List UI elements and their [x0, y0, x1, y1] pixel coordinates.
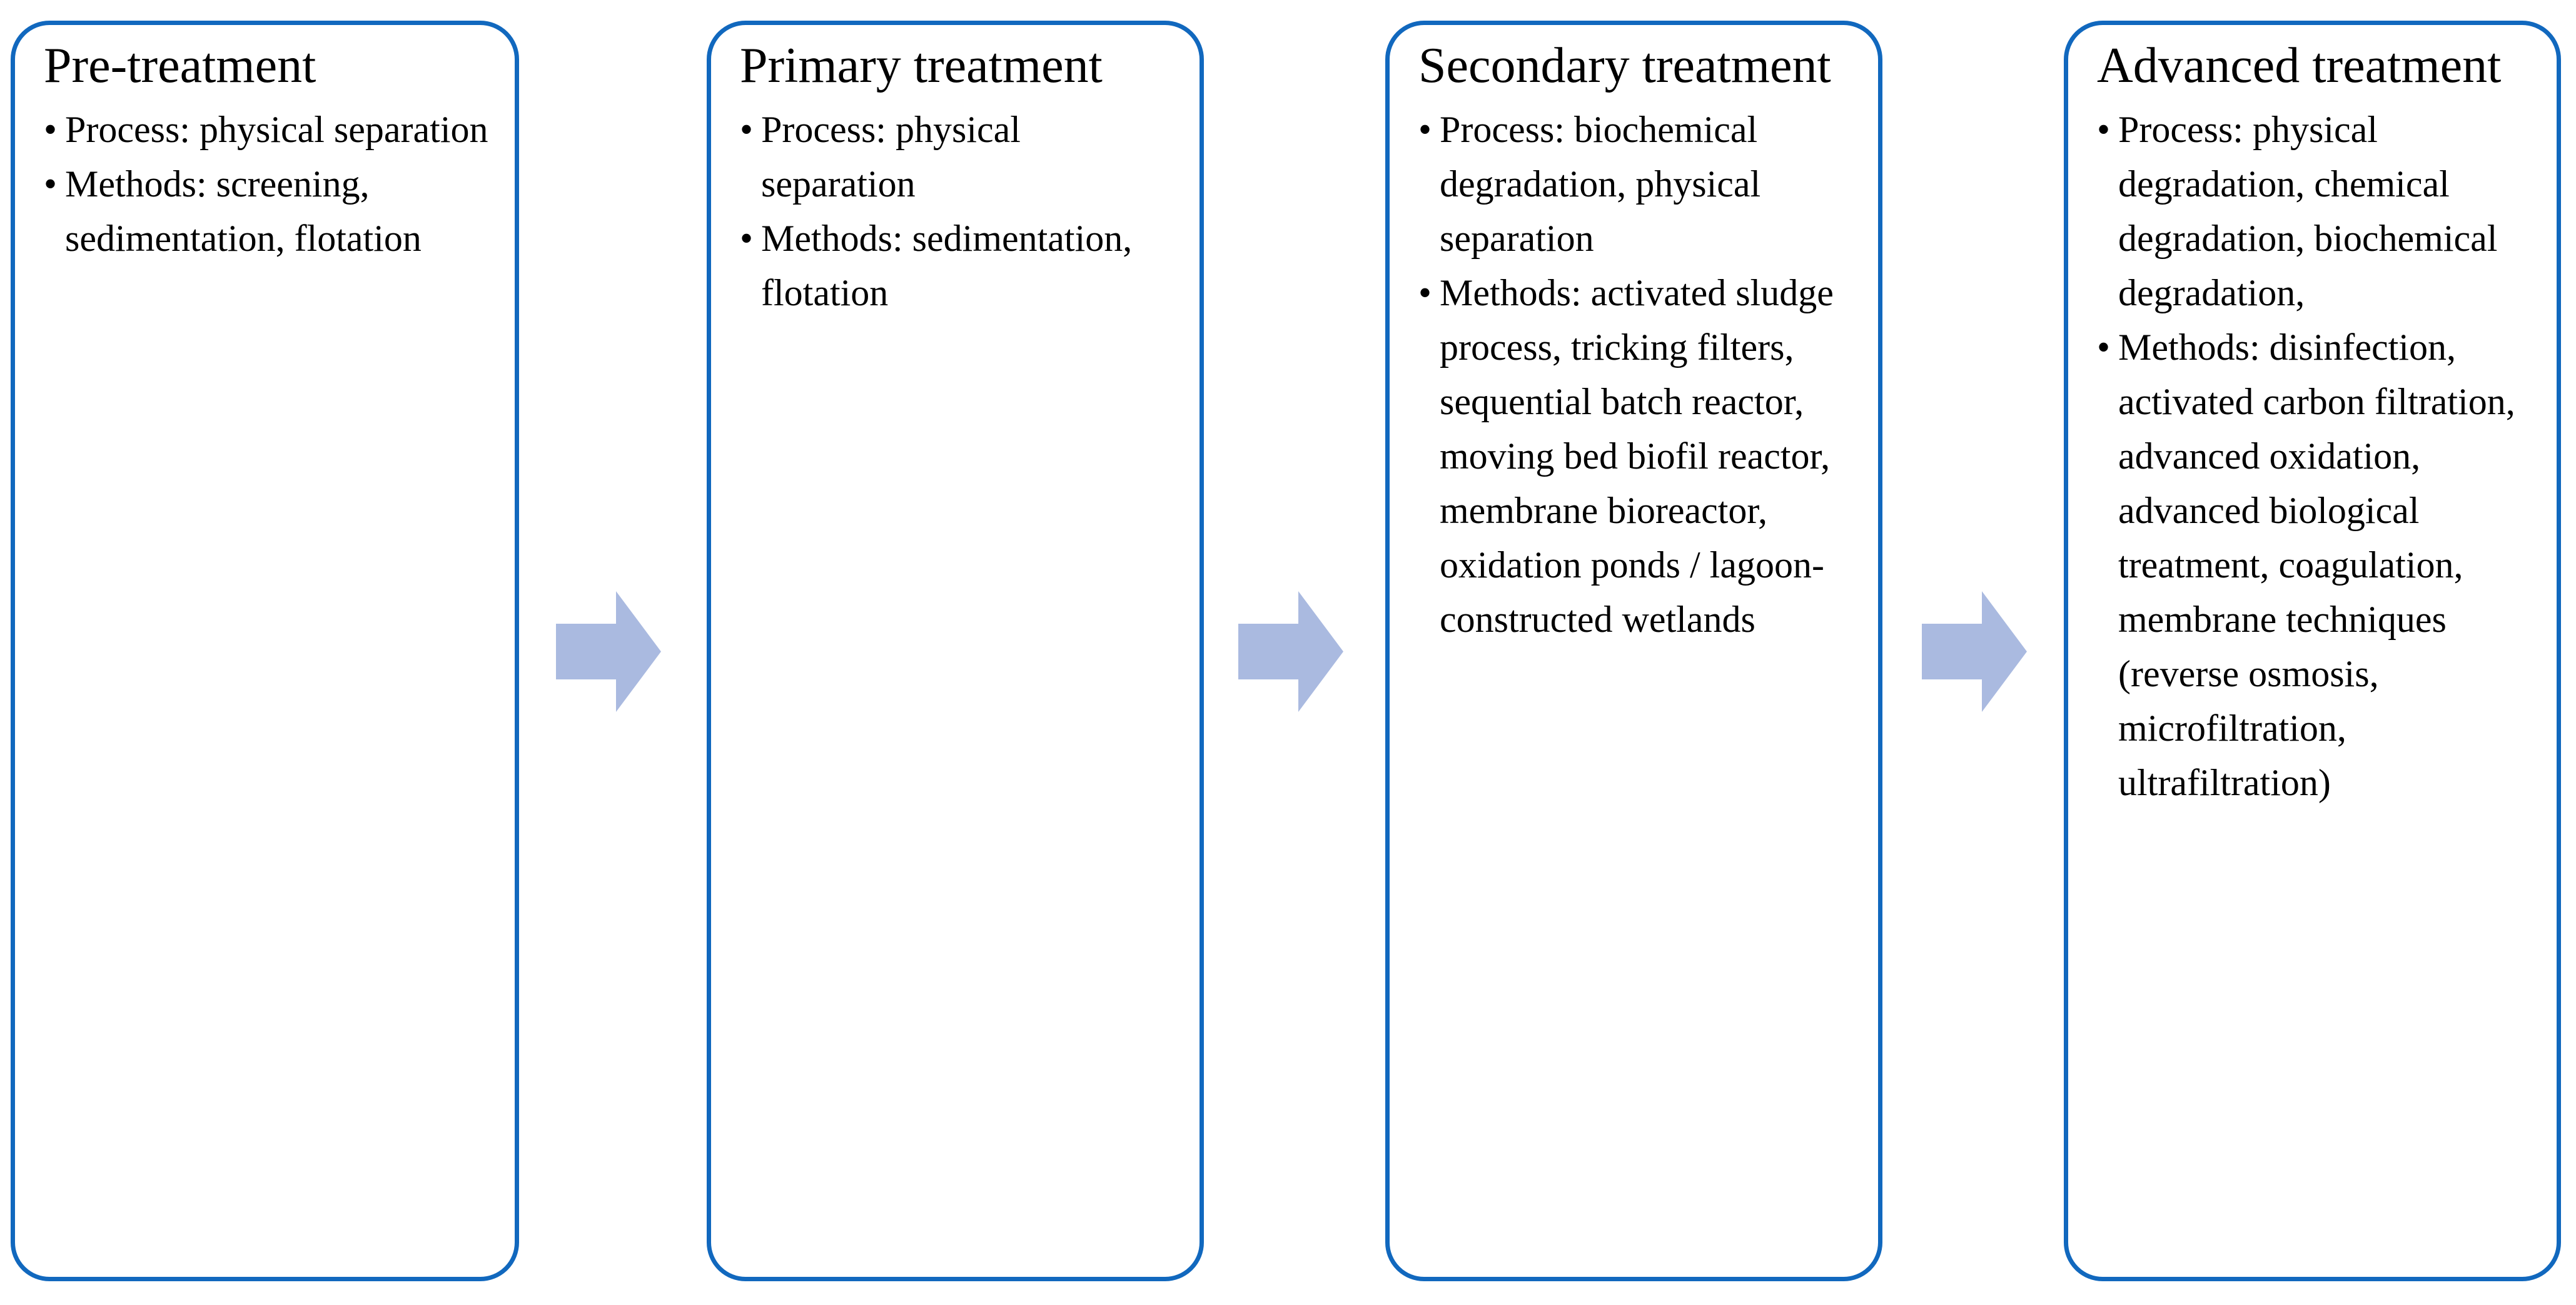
bullet-text: Process: physical degradation, chemical …	[2118, 109, 2498, 313]
list-item: • Methods: disinfection, activated carbo…	[2097, 320, 2539, 810]
bullet-text: Process: physical separation	[65, 109, 488, 150]
right-arrow-icon	[1238, 591, 1343, 712]
bullet-dot-icon: •	[1418, 109, 1432, 150]
stage-bullet-list: • Process: physical separation • Methods…	[740, 103, 1182, 320]
stage-box-pre-treatment[interactable]: Pre-treatment • Process: physical separa…	[11, 21, 519, 1281]
bullet-text: Methods: activated sludge process, trick…	[1440, 272, 1834, 640]
bullet-text: Methods: screening, sedimentation, flota…	[65, 163, 422, 259]
stage-title: Pre-treatment	[44, 38, 316, 93]
bullet-dot-icon: •	[740, 109, 754, 150]
list-item: • Methods: sedimentation, flotation	[740, 211, 1182, 320]
list-item: • Process: physical separation	[740, 103, 1182, 211]
stage-content: Pre-treatment • Process: physical separa…	[44, 36, 497, 266]
stage-title: Secondary treatment	[1418, 38, 1831, 93]
bullet-text: Process: biochemical degradation, physic…	[1440, 109, 1761, 259]
stage-content: Primary treatment • Process: physical se…	[740, 36, 1182, 320]
stage-box-primary-treatment[interactable]: Primary treatment • Process: physical se…	[707, 21, 1204, 1281]
stage-bullet-list: • Process: physical separation • Methods…	[44, 103, 497, 266]
bullet-dot-icon: •	[44, 163, 58, 205]
list-item: • Process: biochemical degradation, phys…	[1418, 103, 1861, 266]
right-arrow-icon	[556, 591, 661, 712]
stage-content: Advanced treatment • Process: physical d…	[2097, 36, 2539, 810]
bullet-dot-icon: •	[1418, 272, 1432, 313]
stage-title: Advanced treatment	[2097, 38, 2502, 93]
list-item: • Methods: screening, sedimentation, flo…	[44, 157, 497, 266]
bullet-dot-icon: •	[740, 218, 754, 259]
bullet-dot-icon: •	[44, 109, 58, 150]
stage-box-secondary-treatment[interactable]: Secondary treatment • Process: biochemic…	[1385, 21, 1882, 1281]
stage-content: Secondary treatment • Process: biochemic…	[1418, 36, 1861, 647]
stage-box-advanced-treatment[interactable]: Advanced treatment • Process: physical d…	[2064, 21, 2561, 1281]
bullet-dot-icon: •	[2097, 327, 2111, 368]
list-item: • Methods: activated sludge process, tri…	[1418, 266, 1861, 647]
bullet-text: Process: physical separation	[761, 109, 1021, 205]
list-item: • Process: physical separation	[44, 103, 497, 157]
bullet-text: Methods: disinfection, activated carbon …	[2118, 327, 2515, 803]
list-item: • Process: physical degradation, chemica…	[2097, 103, 2539, 320]
right-arrow-icon	[1922, 591, 2027, 712]
stage-title: Primary treatment	[740, 38, 1103, 93]
bullet-dot-icon: •	[2097, 109, 2111, 150]
stage-bullet-list: • Process: biochemical degradation, phys…	[1418, 103, 1861, 647]
stage-bullet-list: • Process: physical degradation, chemica…	[2097, 103, 2539, 810]
bullet-text: Methods: sedimentation, flotation	[761, 218, 1133, 313]
